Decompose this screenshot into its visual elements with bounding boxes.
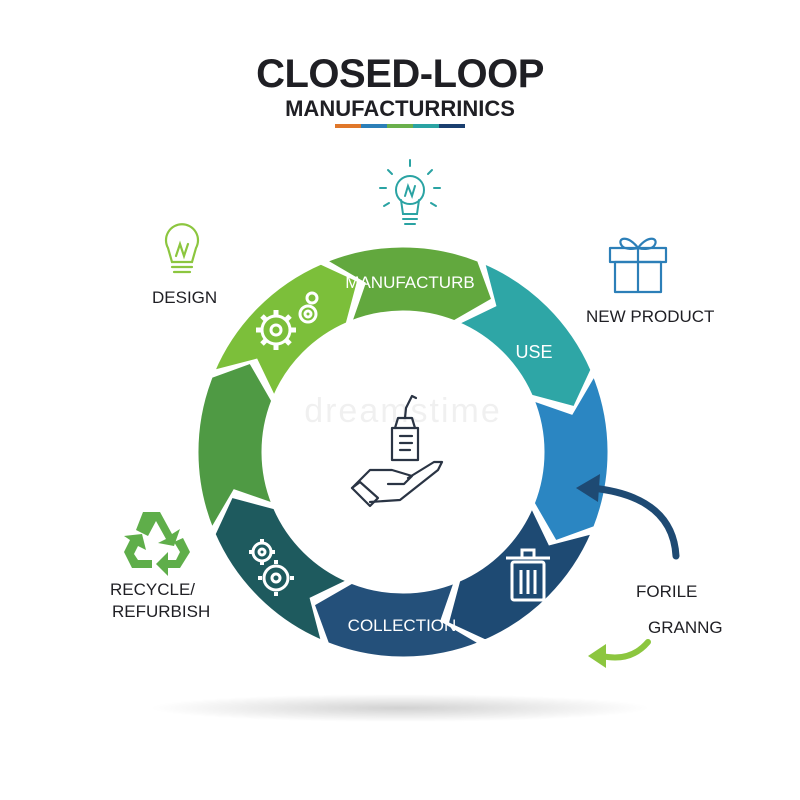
curved-arrow [576,474,680,560]
label-forile: FORILE [636,582,698,601]
ground-shadow [150,694,650,722]
underline-segment [361,124,387,128]
label-design: DESIGN [152,288,218,307]
cycle-ring [195,244,611,660]
title-underline [335,124,465,128]
gears-icon [256,291,319,350]
watermark-text: dreamstime [304,392,502,430]
hand-holding-bottle-icon [350,394,444,508]
cycle-segment [530,371,611,544]
underline-segment [387,124,413,128]
cycle-segment [212,494,352,645]
trash-icon [506,548,550,602]
cycle-segment [311,579,484,660]
label-refurbish: REFURBISH [112,602,211,621]
cycle-segment [454,259,594,410]
gift-icon [608,237,668,294]
underline-segment [439,124,465,128]
page-title: CLOSED-LOOP [256,52,544,96]
curved-arrow [588,639,651,668]
cycle-segment [210,261,361,401]
lightbulb-icon [379,159,441,225]
recycle-icon [124,512,190,576]
page-subtitle: MANUFACTURRINICS [285,96,515,121]
stage-label-manufacture: MANUFACTURB [345,273,474,292]
label-recycle: RECYCLE/ [110,580,196,599]
stage-label-collection: COLLECTION [348,616,457,635]
label-new-product: NEW PRODUCT [586,307,715,326]
underline-segment [413,124,439,128]
gears-icon [249,539,294,596]
underline-segment [335,124,361,128]
label-granng: GRANNG [648,618,723,637]
stage-label-use: USE [515,342,552,362]
cycle-segment [322,244,495,325]
cycle-segment [195,360,276,533]
lightbulb-icon [164,223,200,274]
